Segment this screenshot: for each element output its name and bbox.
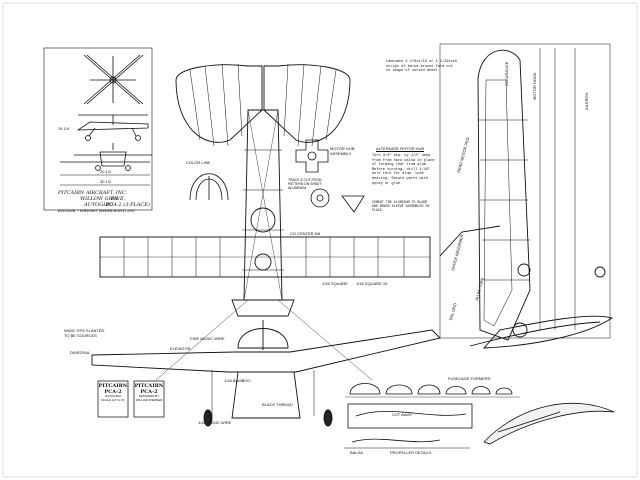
cg-center-label: CG CENTER 5/8: [290, 231, 321, 236]
title-left-line-1: AUTOGIRO: [105, 394, 121, 398]
elevator-label: ELEVATOR: [170, 346, 191, 351]
dihedral-label: DIHEDRAL: [70, 350, 91, 355]
trace-cut-label: TRACE & CUT FROM PATTERN ON SHEET ALUMIN…: [288, 178, 322, 190]
title-right-line-2: WILLIAM WERNER: [135, 397, 163, 402]
fuselage-formers: [345, 383, 520, 398]
maker-line-3: PA.: [111, 196, 120, 202]
dimension-3: 15 1/4: [58, 126, 70, 131]
title-block-right-text: PITCAIRN PCA-2 DESIGNED BY WILLIAM WERNE…: [134, 383, 164, 402]
square-label-b: 1/16 SQUARE 10: [356, 281, 388, 286]
square-label-a: 1/16 SQUARE: [322, 281, 348, 286]
wing-plan: [99, 236, 431, 278]
color-line-detail: [189, 173, 229, 201]
color-line-label: COLOR LINE: [186, 160, 211, 165]
cement-note: CEMENT THE ALUMINUM TO BLADE AND BRASS S…: [372, 200, 430, 213]
side-view-fuselage: [439, 43, 614, 349]
maker-line-2: WILLOW GROVE,: [80, 196, 126, 202]
dimension-1: 20 1/2: [100, 169, 112, 174]
motor-hook-label: MOTOR HOOK: [532, 72, 537, 100]
propeller-details: [344, 402, 615, 449]
title-left-heading: PITCAIRN: [98, 383, 128, 389]
title-block-left-text: PITCAIRN PCA-2 AUTOGIRO SCALE 1/2"=1 FT.: [98, 383, 128, 402]
aileron-label: AILERON: [584, 92, 589, 110]
clearance-label: CLEARANCE: [504, 61, 509, 86]
wing-tips-label: WING TIPS SLANTED TO BE SOURCES: [64, 328, 105, 338]
bamboo-label: 1/16 BAMBOO: [224, 378, 251, 383]
maker-line-5: PCA-2 (3-PLACE): [106, 202, 150, 208]
title-right-heading: PITCAIRN: [134, 383, 164, 389]
fuselage-formers-label: FUSELAGE FORMERS: [448, 376, 491, 381]
laminate-note: Laminate 4 1/8x1/16 or 1 1/32inch strips…: [386, 60, 458, 74]
title-left-line-2: SCALE 1/2"=1 FT.: [100, 397, 126, 402]
title-right-model: PCA-2: [140, 389, 158, 395]
title-block-left: [97, 380, 129, 418]
autogiro-three-view: [43, 47, 153, 211]
maker-line-4: AUTOGIRO: [84, 202, 114, 208]
rotor-hub-detail: [295, 139, 365, 213]
balsa-label: BALSA: [350, 450, 363, 455]
music-wire-label: 1/32 MUSIC WIRE: [198, 420, 232, 425]
propeller-details-label: PROPELLER DETAILS: [390, 450, 432, 455]
maker-line-1: PITCAIRN AIRCRAFT, INC.: [58, 190, 128, 196]
alternate-rotor-hub-note: Turn 3/4" dia. by 1/2" deep from from ha…: [372, 154, 435, 186]
alternate-rotor-hub-title: ALTERNATE ROTOR HUB: [376, 146, 425, 151]
fine-music-wire-label: FINE MUSIC WIRE: [190, 336, 225, 341]
dimension-2: 30 1/2: [100, 179, 112, 184]
title-right-line-1: DESIGNED BY: [138, 394, 160, 398]
black-thread-label: BLACK THREAD: [262, 402, 293, 407]
title-left-model: PCA-2: [104, 389, 122, 395]
title-block-right: [133, 380, 165, 418]
cut-away-label: CUT AWAY: [392, 412, 413, 417]
rotor-hub-label: MOTOR HUB ASSEMBLY: [330, 146, 355, 156]
maker-line-6: ENGINE - WRIGHT WHIRLWIND 300: [58, 208, 135, 213]
